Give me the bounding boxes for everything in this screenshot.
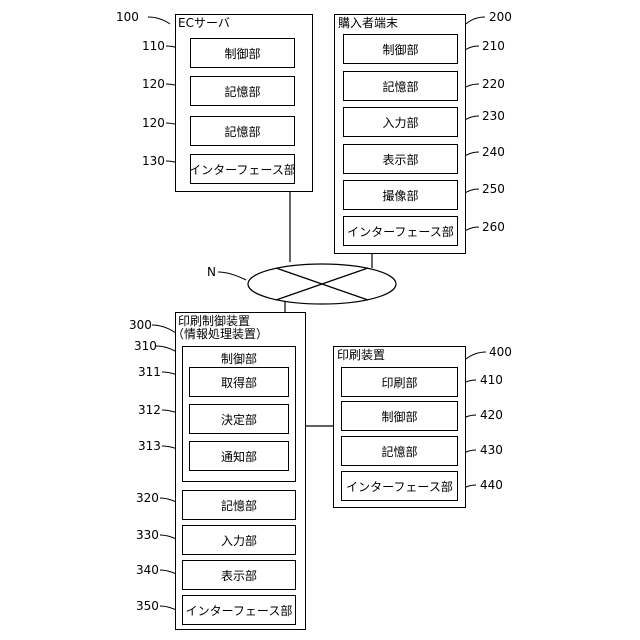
buyer-terminal-control-unit: 制御部 — [343, 34, 458, 64]
printer-ref: 400 — [489, 345, 512, 359]
determination-unit-ref: 312 — [138, 403, 161, 417]
buyer-terminal-display-unit: 表示部 — [343, 144, 458, 174]
buyer-terminal-input-unit-ref: 230 — [482, 109, 505, 123]
printer-control-unit: 制御部 — [341, 401, 458, 431]
printer-print-unit: 印刷部 — [341, 367, 458, 397]
print-control-input-unit: 入力部 — [182, 525, 296, 555]
printer-storage-unit-ref: 430 — [480, 443, 503, 457]
ec-server-storage-unit-2: 記憶部 — [190, 116, 295, 146]
print-control-subtitle: （情報処理装置） — [172, 327, 268, 341]
ec-server-storage-unit-2-ref: 120 — [142, 116, 165, 130]
print-control-ref: 300 — [129, 318, 152, 332]
network-label: N — [207, 265, 216, 279]
buyer-terminal-display-unit-ref: 240 — [482, 145, 505, 159]
ec-server-title: ECサーバ — [178, 16, 230, 30]
print-control-control-label: 制御部 — [182, 350, 296, 367]
printer-title: 印刷装置 — [337, 348, 385, 362]
buyer-terminal-input-unit: 入力部 — [343, 107, 458, 137]
acquisition-unit: 取得部 — [189, 367, 289, 397]
print-control-title: 印刷制御装置 — [178, 314, 250, 328]
buyer-terminal-camera-unit: 撮像部 — [343, 180, 458, 210]
buyer-terminal-title: 購入者端末 — [338, 16, 398, 30]
buyer-terminal-storage-unit-ref: 220 — [482, 77, 505, 91]
ec-server-interface-unit-ref: 130 — [142, 154, 165, 168]
ec-server-storage-unit-ref: 120 — [142, 77, 165, 91]
notification-unit-ref: 313 — [138, 439, 161, 453]
printer-interface-unit: インターフェース部 — [341, 471, 458, 501]
ec-server-interface-unit: インターフェース部 — [190, 154, 295, 184]
print-control-interface-unit: インターフェース部 — [182, 595, 296, 625]
buyer-terminal-ref: 200 — [489, 10, 512, 24]
print-control-display-unit: 表示部 — [182, 560, 296, 590]
printer-storage-unit: 記憶部 — [341, 436, 458, 466]
buyer-terminal-storage-unit: 記憶部 — [343, 71, 458, 101]
print-control-storage-unit-ref: 320 — [136, 491, 159, 505]
print-control-input-unit-ref: 330 — [136, 528, 159, 542]
network-cloud — [248, 264, 396, 304]
ec-server-storage-unit: 記憶部 — [190, 76, 295, 106]
printer-control-unit-ref: 420 — [480, 408, 503, 422]
print-control-interface-unit-ref: 350 — [136, 599, 159, 613]
printer-interface-unit-ref: 440 — [480, 478, 503, 492]
buyer-terminal-interface-unit-ref: 260 — [482, 220, 505, 234]
notification-unit: 通知部 — [189, 441, 289, 471]
print-control-control-ref: 310 — [134, 339, 157, 353]
ec-server-control-unit: 制御部 — [190, 38, 295, 68]
buyer-terminal-control-unit-ref: 210 — [482, 39, 505, 53]
buyer-terminal-interface-unit: インターフェース部 — [343, 216, 458, 246]
print-control-display-unit-ref: 340 — [136, 563, 159, 577]
buyer-terminal-camera-unit-ref: 250 — [482, 182, 505, 196]
determination-unit: 決定部 — [189, 404, 289, 434]
ec-server-ref: 100 — [116, 10, 139, 24]
acquisition-unit-ref: 311 — [138, 365, 161, 379]
printer-print-unit-ref: 410 — [480, 373, 503, 387]
print-control-storage-unit: 記憶部 — [182, 490, 296, 520]
ec-server-control-unit-ref: 110 — [142, 39, 165, 53]
